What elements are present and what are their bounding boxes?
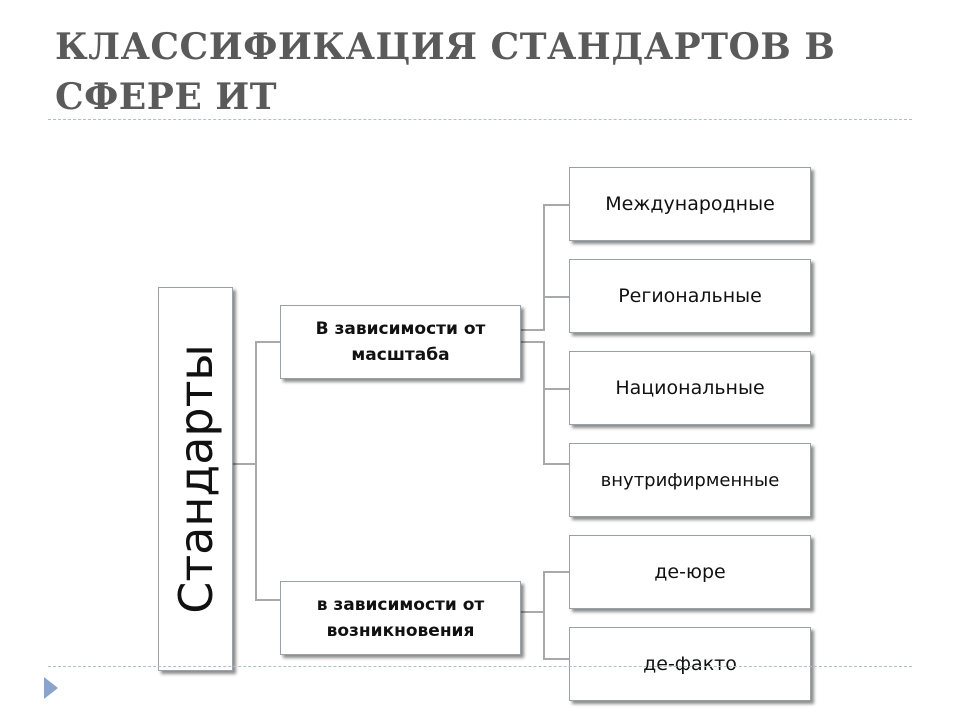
- scale-connector: [521, 204, 569, 465]
- leaf-node-national: Национальные: [569, 351, 811, 425]
- root-node-standards: Стандарты: [158, 287, 233, 671]
- root-connector: [233, 341, 280, 601]
- leaf-node-de-jure: де-юре: [569, 535, 811, 609]
- origin-connector: [521, 571, 569, 660]
- root-node-label: Стандарты: [168, 344, 223, 614]
- leaf-node-de-facto: де-факто: [569, 627, 811, 701]
- branch-node-by-scale: В зависимости от масштаба: [280, 305, 521, 379]
- triangle-arrow-icon: [44, 677, 58, 699]
- leaf-node-regional: Региональные: [569, 259, 811, 333]
- leaf-node-international: Международные: [569, 167, 811, 241]
- title-divider: [48, 119, 912, 120]
- slide-title: КЛАССИФИКАЦИЯ СТАНДАРТОВ В СФЕРЕ ИТ: [55, 26, 836, 118]
- leaf-node-in-house: внутрифирменные: [569, 443, 811, 517]
- footer-divider: [48, 666, 912, 667]
- branch-node-by-origin: в зависимости от возникновения: [280, 581, 521, 655]
